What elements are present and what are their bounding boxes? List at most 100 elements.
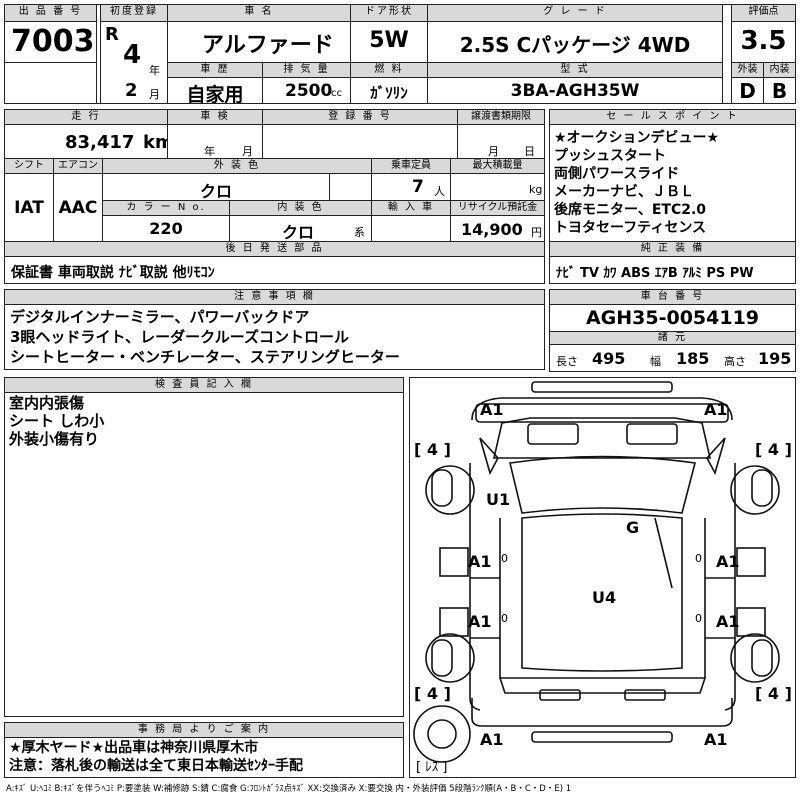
genuine-cell: ﾅﾋﾞ TV ｶﾜ ABS ｴｱB ｱﾙﾐ PS PW [549,256,796,284]
year-unit: 年 [149,64,160,77]
transfer-month-unit: 月 [488,145,499,158]
mark-rear-left: A1 [480,730,504,749]
door-label: ドア形状 [350,4,428,22]
car-name: アルファード [202,33,334,58]
score: 3.5 [740,26,787,56]
fuel: ｶﾞｿﾘﾝ [370,84,408,102]
lot-no-label: 出 品 番 号 [4,4,97,22]
sales-point-item: ★オークションデビュー★ [554,130,720,146]
spec-label: 諸 元 [549,331,796,345]
mark-spare: [ ﾚｽ ] [416,760,448,775]
shift-cell: IAT [4,173,54,242]
model: 3BA-AGH35W [510,81,640,101]
office-line: ★厚木ヤード★出品車は神奈川県厚木市 [9,740,259,756]
inspection-cell: 年 月 [167,124,263,159]
later-parts-cell: 保証書 車両取説 ﾅﾋﾞ取説 他ﾘﾓｺﾝ [4,256,545,284]
sales-point-item: 後席モニター、ETC2.0 [554,202,707,218]
fuel-label: 燃 料 [350,62,428,78]
sales-point-item: プッシュスタート [554,148,666,164]
inspector-line: 外装小傷有り [9,430,100,448]
max-load-label: 最大積載量 [450,158,545,174]
inspector-cell: 室内内張傷 シート しわ小 外装小傷有り [4,392,404,717]
sales-points-list: ★オークションデビュー★ プッシュスタート 両側パワースライド メーカーナビ、Ｊ… [549,124,796,242]
plate-label: 登 録 番 号 [262,109,458,125]
note-line: シートヒーター・ベンチレーター、ステアリングヒーター [10,348,400,366]
int-grade: B [771,79,788,103]
exterior-color: クロ [199,182,232,201]
score-cell: 3.5 [731,21,796,63]
interior-color-label: 内 装 色 [229,200,372,216]
shift: IAT [14,198,44,218]
reg-year: 4 [123,40,142,70]
mark-door-rl: A1 [468,612,492,631]
door-cell: 5W [350,21,428,63]
length: 495 [592,349,626,368]
damage-diagram: A1 A1 [ 4 ] [ 4 ] U1 G A1 0 A1 0 U4 A1 0… [409,377,796,778]
office-cell: ★厚木ヤード★出品車は神奈川県厚木市 注意：落札後の輸送は全て東日本輸送ｾﾝﾀｰ… [4,737,404,778]
displacement: 2500 [285,81,333,101]
interior-suffix: 系 [354,226,365,239]
chassis-label: 車 台 番 号 [549,289,796,305]
import-cell [371,215,451,242]
model-cell: 3BA-AGH35W [427,77,723,104]
ext-label: 外装 [731,62,764,78]
mark-door-fr-sub: 0 [695,552,702,565]
transfer-day-unit: 日 [524,145,535,158]
car-outline-svg [413,381,780,763]
capacity-cell: 7 人 [371,173,451,201]
first-reg-label: 初度登録 [100,4,168,22]
mark-g: G [626,518,640,537]
mark-door-fl: A1 [468,552,492,571]
width: 185 [676,349,710,368]
mark-tire-rl: [ 4 ] [414,684,451,703]
km-unit: km [143,132,167,153]
inspection-month-unit: 月 [242,145,253,158]
transfer-label: 譲渡書類期限 [457,109,545,125]
mark-rear-right: A1 [704,730,728,749]
mark-roof: U4 [592,588,617,607]
mileage-cell: 83,417 km [4,124,168,159]
height: 195 [758,349,792,368]
notes-cell: デジタルインナーミラー、パワーバックドア 3眼ヘッドライト、レーダークルーズコン… [4,304,545,370]
lot-no-blank [4,62,97,104]
interior-color-cell: クロ 系 [229,215,372,242]
car-history: 自家用 [186,84,244,104]
mileage: 83,417 [65,132,135,153]
lot-no: 70039 [11,24,96,59]
recycle-unit: 円 [531,226,542,239]
genuine-label: 純 正 装 備 [549,241,796,257]
color-no: 220 [149,219,183,238]
recycle-cell: 14,900 円 [450,215,545,242]
mark-door-fl-sub: 0 [501,552,508,565]
recycle: 14,900 [461,220,523,239]
grade-cell: 2.5S Cパッケージ 4WD [427,21,723,63]
sales-point-item: メーカーナビ、ＪＢＬ [554,184,694,200]
exterior-color-cell: クロ [102,173,330,201]
color-no-cell: 220 [102,215,230,242]
notes-label: 注 意 事 項 欄 [4,289,545,305]
width-label: 幅 [650,355,661,368]
capacity: 7 [412,177,424,197]
sales-point-item: トヨタセーフティセンス [554,220,707,236]
mark-door-rl-sub: 0 [501,612,508,625]
car-name-label: 車 名 [167,4,351,22]
mark-front-right: A1 [704,400,728,419]
displacement-label: 排 気 量 [262,62,351,78]
mark-tire-fr: [ 4 ] [755,440,792,459]
chassis-cell: AGH35-0054119 [549,304,796,332]
transfer-cell: 月 日 [457,124,545,159]
mark-door-fr: A1 [716,552,740,571]
mark-front-left: A1 [480,400,504,419]
int-label: 内装 [763,62,796,78]
inspection-year-unit: 年 [204,145,215,158]
inspector-label: 検 査 員 記 入 欄 [4,377,404,393]
door: 5W [369,28,409,53]
plate-cell [262,124,458,159]
mark-u1: U1 [486,490,511,509]
capacity-unit: 人 [434,185,445,198]
height-label: 高さ [724,355,746,368]
era: R [105,24,119,45]
later-parts-label: 後 日 発 送 部 品 [4,241,545,257]
reg-month: 2 [125,80,138,101]
mark-tire-rr: [ 4 ] [755,684,792,703]
